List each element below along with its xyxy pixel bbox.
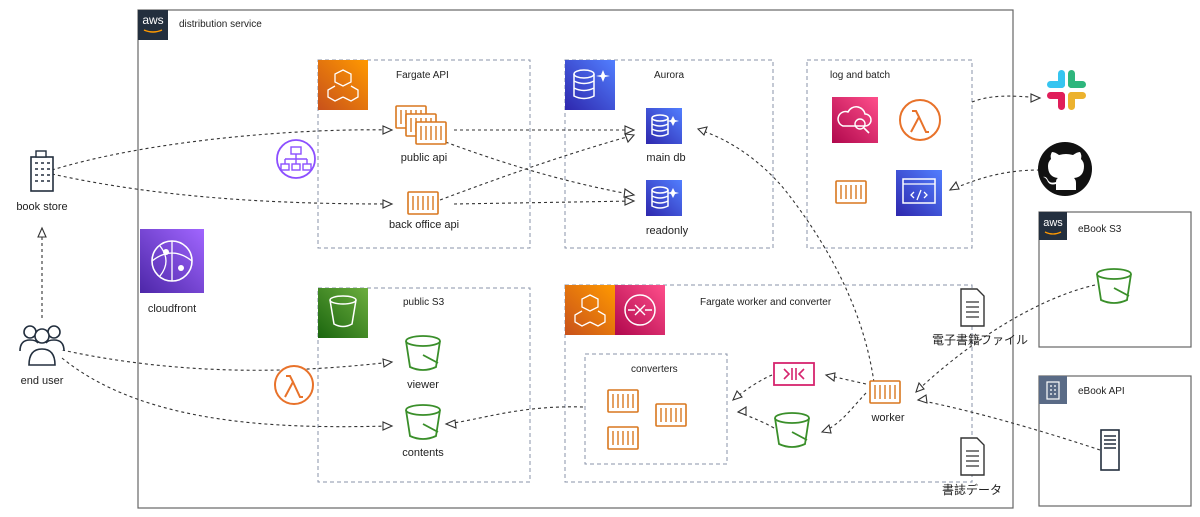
github-icon bbox=[1038, 142, 1092, 196]
ebook-s3-label: eBook S3 bbox=[1078, 224, 1122, 235]
api-gateway-icon bbox=[896, 170, 942, 216]
back-office-api-label: back office api bbox=[389, 219, 459, 231]
back-office-api-node: back office api bbox=[389, 191, 459, 231]
readonly-node: readonly bbox=[645, 179, 689, 237]
fargate-api-icon bbox=[318, 60, 368, 110]
public-api-label: public api bbox=[401, 152, 447, 164]
converter-container-1 bbox=[607, 389, 639, 413]
fargate-worker-label: Fargate worker and converter bbox=[700, 297, 832, 308]
slack-icon bbox=[1047, 70, 1086, 110]
log-and-batch-label: log and batch bbox=[830, 70, 890, 81]
work-bucket-icon bbox=[774, 412, 810, 448]
cloudfront-node: cloudfront bbox=[140, 229, 204, 315]
users-icon bbox=[19, 325, 65, 366]
load-balancer-icon bbox=[276, 139, 316, 179]
aurora-icon bbox=[565, 60, 615, 110]
book-data-label: 書誌データ bbox=[942, 482, 1002, 497]
server-icon bbox=[1100, 429, 1120, 471]
aurora-label: Aurora bbox=[654, 70, 684, 81]
ebook-api-label: eBook API bbox=[1078, 386, 1125, 397]
book-data-node: 書誌データ bbox=[942, 437, 1002, 497]
end-user-label: end user bbox=[21, 375, 64, 387]
readonly-label: readonly bbox=[646, 225, 689, 237]
contents-bucket-icon bbox=[405, 404, 441, 440]
svg-text:aws: aws bbox=[1043, 217, 1063, 229]
edges bbox=[37, 93, 1101, 451]
worker-node: worker bbox=[869, 380, 905, 424]
ebook-api-building-icon bbox=[1039, 376, 1067, 404]
viewer-label: viewer bbox=[407, 379, 439, 391]
converter-container-2 bbox=[655, 403, 687, 427]
distribution-service-group: aws distribution service bbox=[137, 9, 1014, 509]
viewer-node: viewer bbox=[405, 335, 441, 391]
aurora-group: Aurora bbox=[564, 59, 774, 249]
viewer-bucket-icon bbox=[405, 335, 441, 371]
ebook-file-label: 電子書籍ファイル bbox=[932, 332, 1028, 347]
ebook-file-node: 電子書籍ファイル bbox=[932, 288, 1028, 347]
fargate-api-group: Fargate API bbox=[317, 59, 531, 249]
lambda-icon bbox=[899, 99, 941, 141]
readonly-db-icon bbox=[645, 179, 683, 217]
ebook-s3-aws-icon bbox=[1039, 212, 1067, 240]
aws-logo-text: aws bbox=[142, 13, 163, 27]
public-api-node: public api bbox=[395, 105, 447, 164]
fargate-worker-group: Fargate worker and converter bbox=[564, 284, 973, 483]
cloudfront-label: cloudfront bbox=[148, 303, 196, 315]
public-s3-label: public S3 bbox=[403, 297, 445, 308]
public-s3-group: public S3 bbox=[317, 287, 531, 483]
ebook-s3-bucket-icon bbox=[1096, 268, 1132, 304]
main-db-icon bbox=[645, 107, 683, 145]
ebook-api-group: eBook API bbox=[1038, 375, 1192, 507]
cloudwatch-icon bbox=[832, 97, 878, 143]
converter-containers bbox=[607, 389, 687, 450]
document-icon bbox=[960, 437, 985, 476]
building-icon bbox=[30, 150, 54, 192]
converters-label: converters bbox=[631, 364, 678, 375]
batch-container-icon bbox=[835, 180, 867, 204]
document-icon bbox=[960, 288, 985, 327]
distribution-service-title: distribution service bbox=[179, 19, 262, 30]
worker-label: worker bbox=[870, 412, 904, 424]
edge-lambda-icon bbox=[274, 365, 314, 405]
converters-group: converters bbox=[584, 353, 728, 465]
contents-node: contents bbox=[402, 404, 444, 459]
main-db-node: main db bbox=[645, 107, 686, 164]
end-user-node: end user bbox=[19, 325, 65, 387]
converter-container-3 bbox=[607, 426, 639, 450]
contents-label: contents bbox=[402, 447, 444, 459]
fargate-api-label: Fargate API bbox=[396, 70, 449, 81]
aws-logo-icon bbox=[138, 10, 168, 40]
book-store-label: book store bbox=[16, 201, 67, 213]
main-db-label: main db bbox=[646, 152, 685, 164]
fargate-worker-icon bbox=[565, 285, 615, 335]
sqs-queue-icon bbox=[773, 362, 815, 386]
book-store-node: book store bbox=[16, 150, 68, 213]
log-and-batch-group: log and batch bbox=[806, 59, 973, 249]
ebook-s3-group: aws eBook S3 bbox=[1038, 211, 1192, 348]
